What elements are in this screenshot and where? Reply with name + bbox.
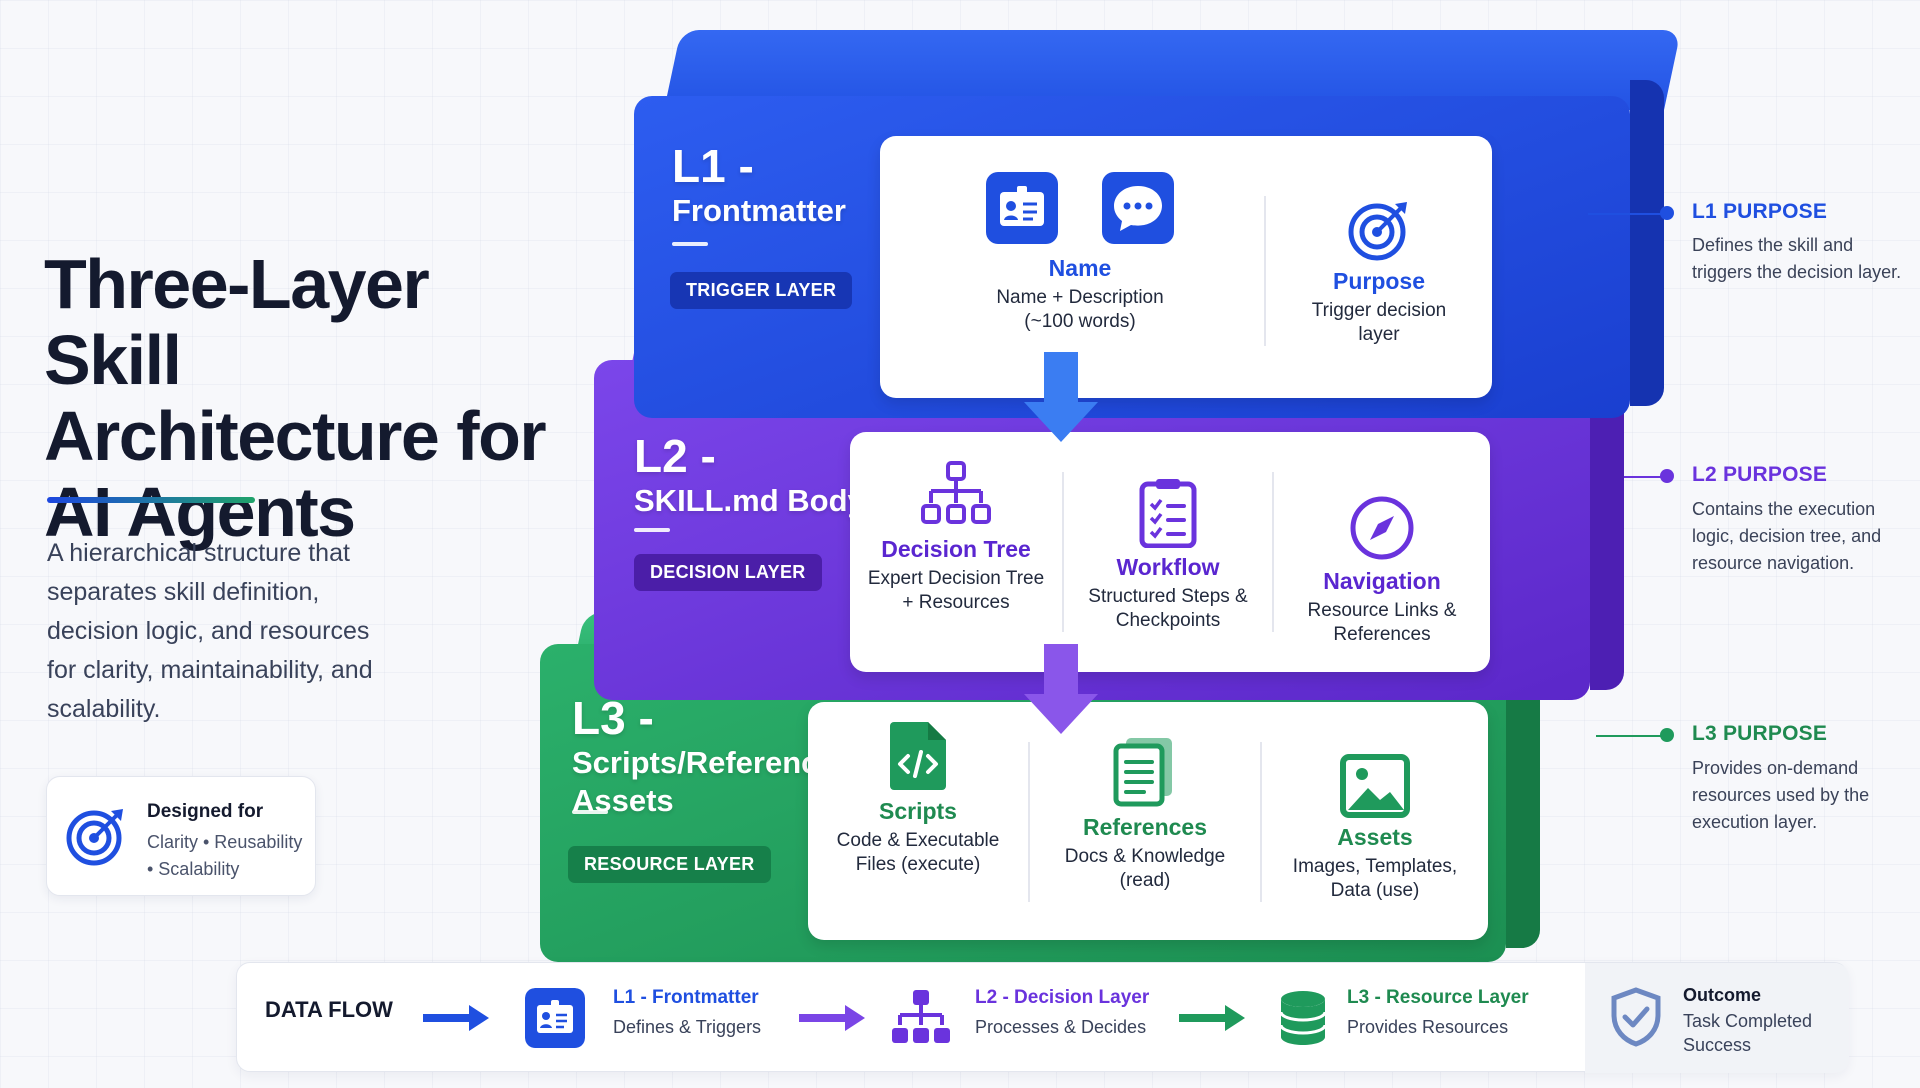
layer-l1-card: Name Name + Description (~100 words) Pur…: [880, 136, 1492, 398]
layer-l3-badge: RESOURCE LAYER: [568, 846, 771, 883]
outcome-panel: Outcome Task Completed Success: [1585, 963, 1849, 1073]
arrow-right-icon: [1179, 1005, 1245, 1031]
decision-tree-sub: Expert Decision Tree + Resources: [867, 568, 1045, 613]
layer-l2-badge: DECISION LAYER: [634, 554, 822, 591]
checklist-icon: [1139, 479, 1197, 549]
flow-l1-sub: Defines & Triggers: [613, 1017, 762, 1037]
layer-l1-code: L1 -: [672, 140, 754, 192]
arrow-right-icon: [423, 1005, 489, 1031]
l1-purpose-title: L1 PURPOSE: [1692, 200, 1828, 223]
designed-for-text: Clarity • Reusability • Scalability: [147, 832, 303, 879]
purpose-item: Purpose Trigger decision layer: [1266, 198, 1492, 347]
shield-check-icon: [1611, 987, 1661, 1047]
l1-purpose-connector: [1588, 213, 1668, 215]
navigation-sub: Resource Links & References: [1307, 600, 1457, 645]
l1-purpose-dot: [1660, 206, 1674, 220]
layer-l1-title: Frontmatter: [672, 193, 846, 228]
workflow-sub: Structured Steps & Checkpoints: [1088, 586, 1248, 631]
assets-title: Assets: [1337, 824, 1413, 850]
outcome-title: Outcome: [1683, 985, 1762, 1005]
outcome-sub: Task Completed Success: [1683, 1011, 1813, 1055]
layer-l3-title: Scripts/References/ Assets: [572, 745, 862, 818]
layer-l3-card: Scripts Code & Executable Files (execute…: [808, 702, 1488, 940]
navigation-item: Navigation Resource Links & References: [1274, 494, 1490, 647]
purpose-title: Purpose: [1332, 268, 1426, 294]
layer-l2-underline: [634, 528, 670, 532]
layer-l1-underline: [672, 242, 708, 246]
layer-l2-title: SKILL.md Body: [634, 483, 865, 518]
layer-l2-card: Decision Tree Expert Decision Tree + Res…: [850, 432, 1490, 672]
l2-purpose-title: L2 PURPOSE: [1692, 463, 1828, 486]
target-icon: [1348, 202, 1407, 261]
flow-l1-title: L1 - Frontmatter: [613, 987, 759, 1008]
layer-l2-name: L2 - SKILL.md Body: [634, 430, 865, 520]
name-item: Name Name + Description (~100 words): [920, 172, 1240, 334]
scripts-sub: Code & Executable Files (execute): [836, 830, 1000, 875]
code-file-icon: [890, 722, 946, 790]
l2-purpose-connector: [1624, 476, 1668, 478]
navigation-title: Navigation: [1323, 568, 1441, 594]
arrow-down-icon: [1024, 644, 1098, 734]
assets-item: Assets Images, Templates, Data (use): [1262, 754, 1488, 903]
title-underline: [47, 497, 255, 503]
decision-tree-item: Decision Tree Expert Decision Tree + Res…: [850, 460, 1062, 615]
flow-l3-title: L3 - Resource Layer: [1347, 987, 1529, 1008]
layer-l3-underline: [572, 810, 608, 814]
decision-tree-title: Decision Tree: [881, 536, 1031, 562]
workflow-title: Workflow: [1116, 554, 1220, 580]
references-item: References Docs & Knowledge (read): [1030, 736, 1260, 893]
name-sub: Name + Description (~100 words): [996, 287, 1164, 332]
id-card-icon: [525, 988, 585, 1048]
id-card-icon: [986, 172, 1058, 244]
scripts-title: Scripts: [879, 798, 957, 824]
designed-for-title: Designed for: [147, 801, 264, 822]
flow-l2-title: L2 - Decision Layer: [975, 987, 1150, 1008]
scripts-item: Scripts Code & Executable Files (execute…: [808, 720, 1028, 877]
purpose-sub: Trigger decision layer: [1311, 300, 1447, 345]
arrow-right-icon: [799, 1005, 865, 1031]
image-icon: [1340, 754, 1410, 818]
name-title: Name: [1048, 255, 1112, 281]
references-sub: Docs & Knowledge (read): [1064, 846, 1226, 891]
references-title: References: [1082, 814, 1208, 840]
layer-l1-badge: TRIGGER LAYER: [670, 272, 853, 309]
l3-purpose-dot: [1660, 728, 1674, 742]
l1-purpose-text: Defines the skill and triggers the decis…: [1692, 235, 1902, 282]
hierarchy-icon: [921, 461, 991, 524]
l2-purpose-text: Contains the execution logic, decision t…: [1692, 499, 1882, 573]
chat-bubble-icon: [1102, 172, 1174, 244]
layer-l1-name: L1 - Frontmatter: [672, 140, 846, 230]
workflow-item: Workflow Structured Steps & Checkpoints: [1064, 476, 1272, 633]
layer-l1: L1 - Frontmatter TRIGGER LAYER Name Name…: [634, 30, 1682, 430]
arrow-down-icon: [1024, 352, 1098, 442]
l3-purpose-text: Provides on-demand resources used by the…: [1692, 758, 1870, 832]
layer-l3-code: L3 -: [572, 692, 654, 744]
documents-icon: [1113, 738, 1172, 807]
target-icon: [66, 809, 123, 866]
l3-purpose-connector: [1596, 735, 1668, 737]
database-icon: [1279, 991, 1327, 1045]
l3-purpose-title: L3 PURPOSE: [1692, 722, 1828, 745]
data-flow-label: DATA FLOW: [265, 997, 393, 1022]
flow-l3-sub: Provides Resources: [1347, 1017, 1509, 1037]
layer-l2-code: L2 -: [634, 430, 716, 482]
assets-sub: Images, Templates, Data (use): [1292, 856, 1458, 901]
designed-for-card: Designed for Clarity • Reusability • Sca…: [46, 776, 316, 896]
flow-l2-sub: Processes & Decides: [975, 1017, 1147, 1037]
hierarchy-icon: [892, 990, 950, 1043]
page-title: Three-Layer Skill Architecture for AI Ag…: [44, 245, 547, 551]
data-flow-bar: DATA FLOW L1 - Frontmatter Defines & Tri…: [236, 962, 1849, 1073]
layer-l3-name: L3 - Scripts/References/ Assets: [572, 692, 862, 820]
page-description: A hierarchical structure that separates …: [47, 539, 373, 723]
l2-purpose-dot: [1660, 469, 1674, 483]
compass-icon: [1350, 496, 1414, 560]
